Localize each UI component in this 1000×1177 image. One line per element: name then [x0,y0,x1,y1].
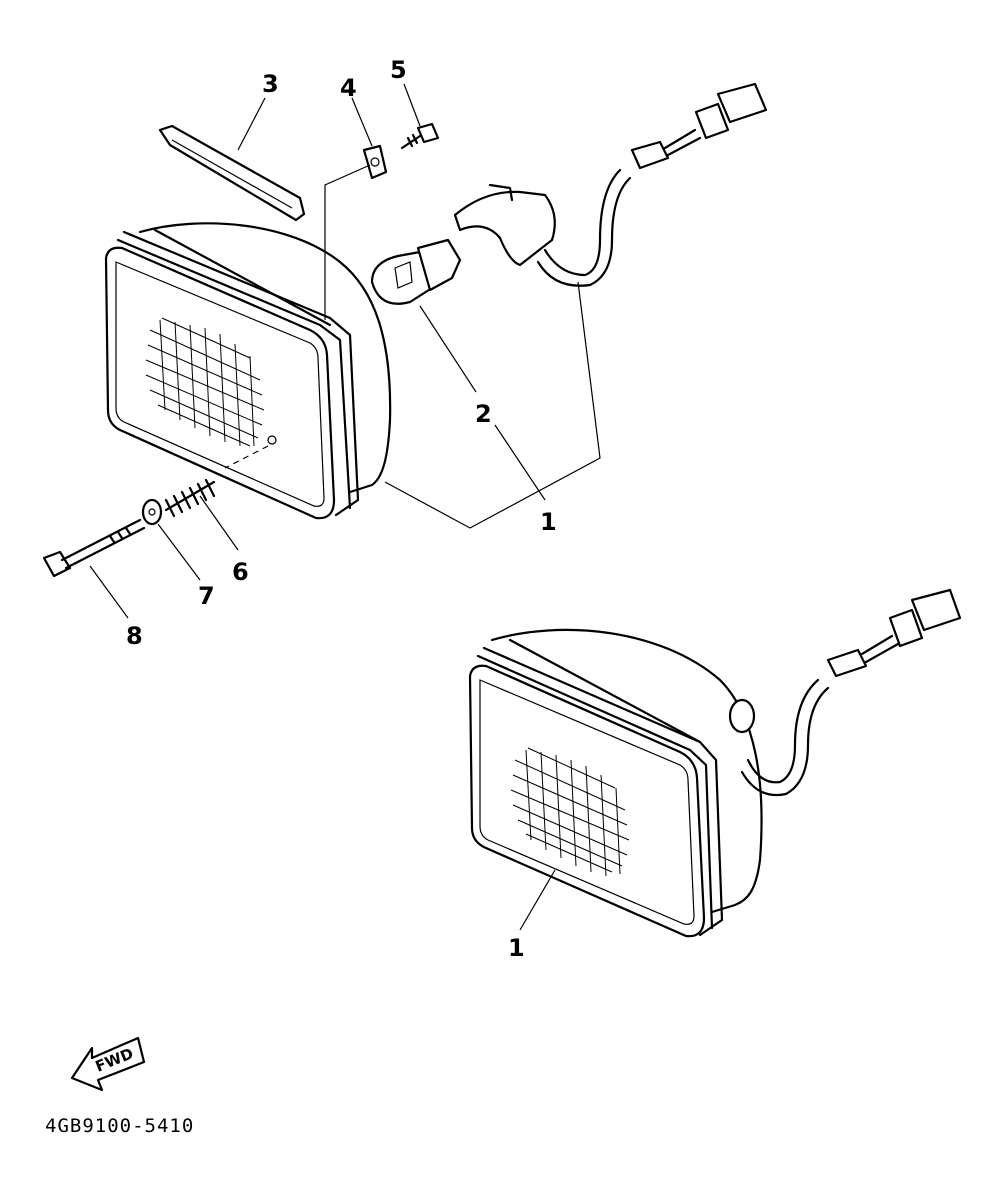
lens-mesh-pattern [145,317,265,447]
screw [400,122,440,150]
washer [141,498,163,526]
wire-harness-upper [536,82,768,287]
callout-1-lower: 1 [508,934,525,962]
nut [362,144,388,180]
leader-lines-upper [89,83,601,619]
forward-direction-arrow: FWD [70,1036,146,1092]
bulb-socket [453,183,556,267]
mounting-bolt [42,518,146,578]
callout-2: 2 [475,400,492,428]
bulb [370,238,462,305]
spring [164,478,216,518]
callout-8: 8 [126,622,143,650]
upper-headlight [104,222,392,520]
lens-mesh-pattern-lower [510,747,630,877]
callout-5: 5 [390,56,407,84]
diagram-code: 4GB9100-5410 [45,1115,194,1137]
lower-headlight [468,628,763,938]
callout-3: 3 [262,70,279,98]
callout-7: 7 [198,582,215,610]
callout-6: 6 [232,558,249,586]
leader-line-lower [519,869,556,931]
trim-strip [158,124,306,222]
callout-4: 4 [340,74,357,102]
callout-1-upper: 1 [540,508,557,536]
wire-harness-lower [740,588,962,797]
